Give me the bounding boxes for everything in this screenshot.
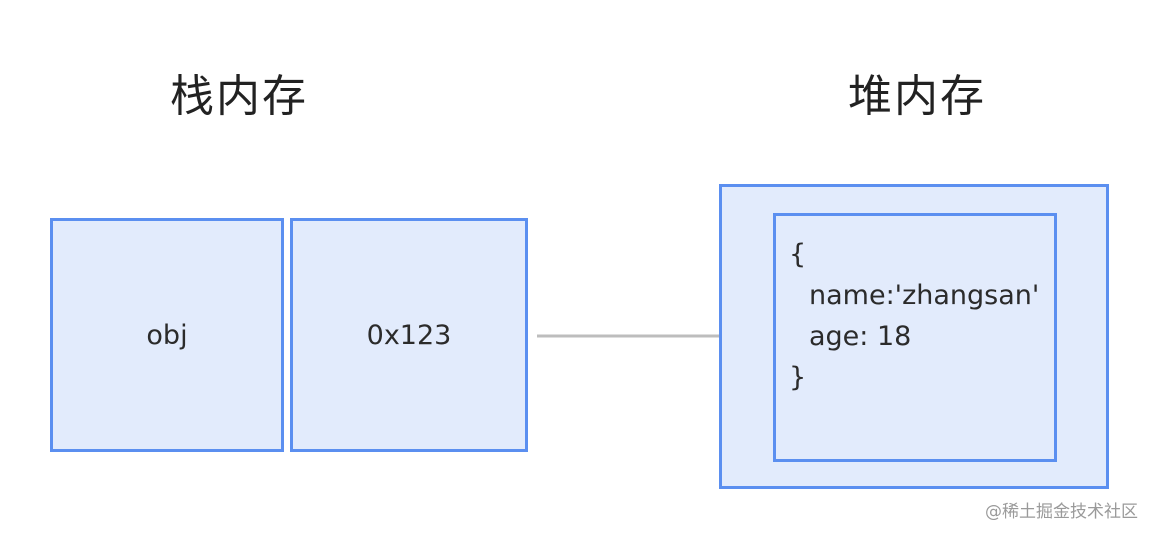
stack-address-cell: 0x123 [290,218,528,452]
stack-memory-title: 栈内存 [170,71,308,122]
object-open-brace: { [789,239,807,270]
object-age-property: age: 18 [809,321,912,352]
heap-memory-region: { name:'zhangsan' age: 18 } [719,184,1109,489]
stack-address-value: 0x123 [366,319,452,351]
heap-object-box: { name:'zhangsan' age: 18 } [773,213,1057,462]
heap-memory-title: 堆内存 [848,71,986,122]
watermark: @稀土掘金技术社区 [985,502,1138,522]
object-name-property: name:'zhangsan' [809,280,1040,311]
stack-variable-cell: obj [50,218,284,452]
stack-variable-name: obj [146,319,188,351]
object-close-brace: } [789,362,807,393]
